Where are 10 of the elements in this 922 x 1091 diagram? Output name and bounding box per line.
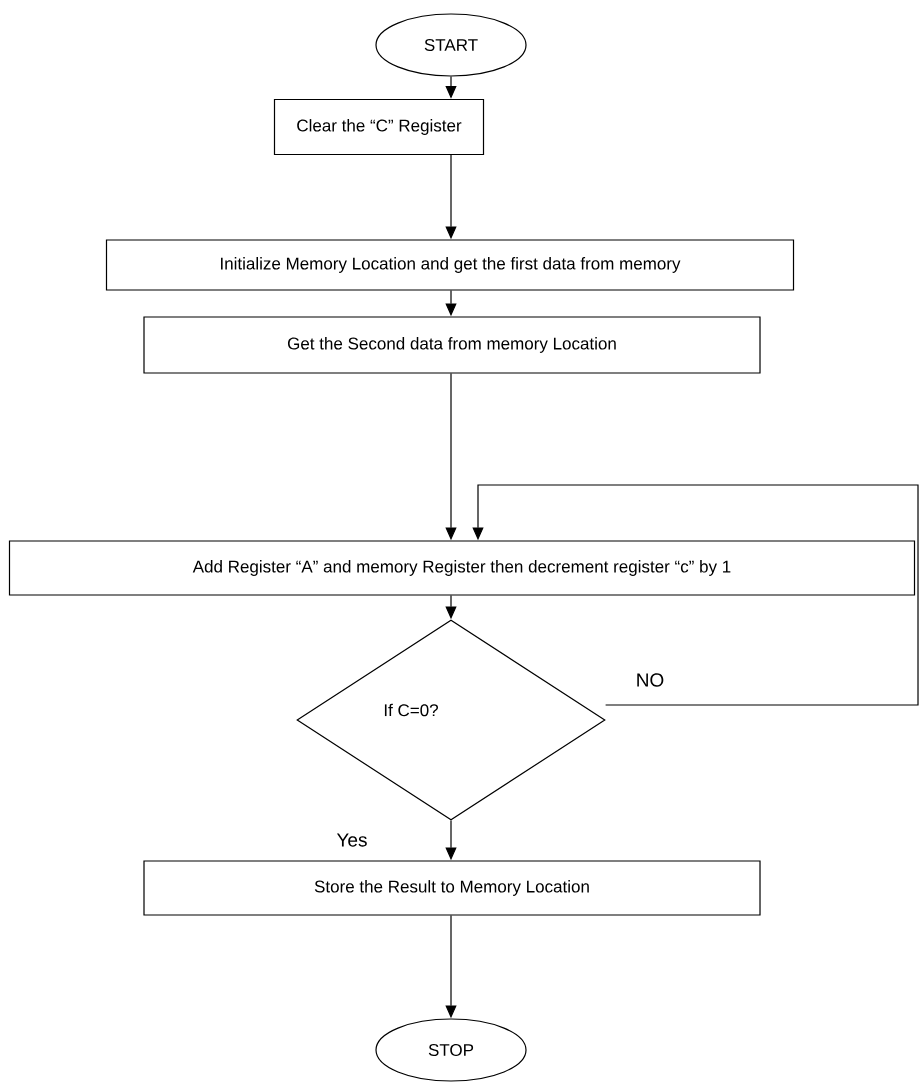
process-box: Add Register “A” and memory Register then decrement register “c” by 1 — [8, 540, 916, 596]
process-box: Get the Second data from memory Location — [143, 316, 761, 374]
stop-oval: STOP — [375, 1018, 527, 1082]
arrow — [472, 484, 919, 706]
start-oval: START — [375, 13, 527, 77]
process-box: Initialize Memory Location and get the first data from memory — [105, 239, 795, 291]
edge-label: NO — [637, 673, 664, 687]
process-box: Store the Result to Memory Location — [143, 860, 761, 916]
process-box: Clear the “C” Register — [273, 98, 485, 156]
edge-label: Yes — [336, 833, 367, 847]
